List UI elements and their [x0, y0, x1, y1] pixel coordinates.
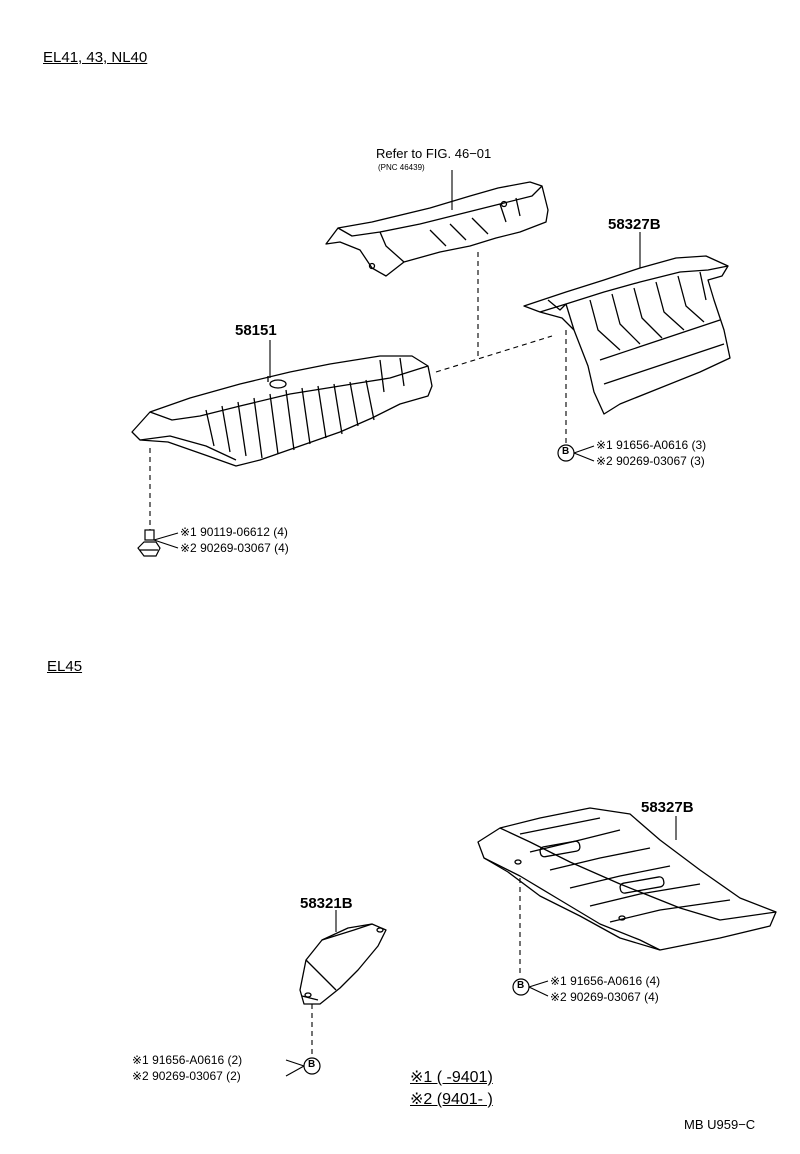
- dashed-leaders: [149, 252, 567, 1056]
- b-marker-small: B: [308, 1059, 316, 1070]
- ref-pnc-label: (PNC 46439): [378, 163, 425, 172]
- b-marker-small-circle: [303, 1057, 321, 1075]
- b-marker-bottom: B: [517, 980, 525, 991]
- footer-code: MB U959−C: [684, 1117, 756, 1132]
- fastener-b-line2: ※2 90269-03067 (3): [596, 454, 705, 468]
- solid-leaders: [153, 170, 677, 1077]
- fastener-d-line2: ※2 90269-03067 (2): [132, 1069, 241, 1083]
- part-number-58327b-top: 58327B: [608, 216, 661, 233]
- fastener-a-line1: ※1 90119-06612 (4): [180, 525, 288, 539]
- section-title-bottom: EL45: [47, 658, 83, 675]
- b-marker-bottom-circle: [512, 978, 530, 996]
- heat-insulator-58327b-top: [523, 255, 731, 415]
- heat-insulator-upper: [325, 181, 549, 277]
- part-number-58151: 58151: [235, 322, 277, 339]
- part-number-58327b-bottom: 58327B: [641, 799, 694, 816]
- b-marker-top: B: [562, 446, 570, 457]
- fastener-b-line1: ※1 91656-A0616 (3): [596, 438, 707, 452]
- part-number-58321b: 58321B: [300, 895, 353, 912]
- heat-insulator-58321b: [299, 923, 387, 1005]
- bolt-icon: [137, 529, 161, 557]
- ref-fig-label: Refer to FIG. 46−01: [376, 146, 492, 161]
- section-title-top: EL41, 43, NL40: [43, 49, 148, 66]
- heat-insulator-58151: [131, 355, 433, 467]
- fastener-a-line2: ※2 90269-03067 (4): [180, 541, 289, 555]
- fastener-c-line1: ※1 91656-A0616 (4): [550, 974, 661, 988]
- legend-note-2: ※2 (9401- ): [410, 1091, 493, 1108]
- heat-insulator-58327b-bottom: [477, 807, 777, 951]
- fastener-c-line2: ※2 90269-03067 (4): [550, 990, 659, 1004]
- fastener-d-line1: ※1 91656-A0616 (2): [132, 1053, 243, 1067]
- legend-note-1: ※1 ( -9401): [410, 1069, 493, 1086]
- b-marker-top-circle: [557, 444, 575, 462]
